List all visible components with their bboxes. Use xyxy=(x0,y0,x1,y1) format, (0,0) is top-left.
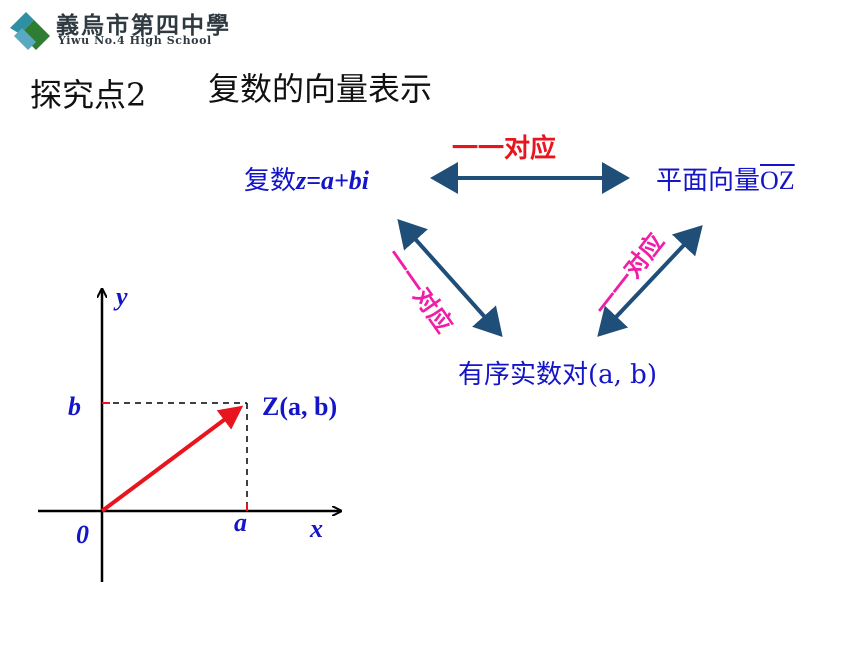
right-correspondence-arrow xyxy=(597,225,703,337)
school-name-en: Yiwu No.4 High School xyxy=(58,34,212,47)
top-correspondence-label: 一一对应 xyxy=(452,134,557,164)
slide-title: 复数的向量表示 xyxy=(208,70,433,108)
left-correspondence-arrow xyxy=(397,219,503,337)
ordered-pair-node: 有序实数对(a, b) xyxy=(458,360,657,390)
complex-prefix: 复数 xyxy=(244,166,297,196)
school-logo xyxy=(6,6,246,52)
point-z-label: Z(a, b) xyxy=(262,392,338,421)
school-name-cn: 義烏市第四中學 xyxy=(56,12,231,39)
x-axis-label: x xyxy=(310,514,323,543)
plane-vector-node: 平面向量OZ xyxy=(656,160,795,197)
complex-expression: z=a+bi xyxy=(296,166,369,195)
y-axis-label: y xyxy=(116,282,128,311)
complex-number-node: 复数z=a+bi xyxy=(244,160,369,197)
vector-oz xyxy=(100,405,244,513)
a-label: a xyxy=(234,508,247,537)
vector-prefix: 平面向量 xyxy=(656,166,761,196)
vector-oz-label: OZ xyxy=(760,166,795,195)
section-label: 探究点2 xyxy=(30,76,147,114)
school-emblem-icon xyxy=(10,12,50,50)
origin-label: 0 xyxy=(76,520,89,549)
b-label: b xyxy=(68,392,81,421)
